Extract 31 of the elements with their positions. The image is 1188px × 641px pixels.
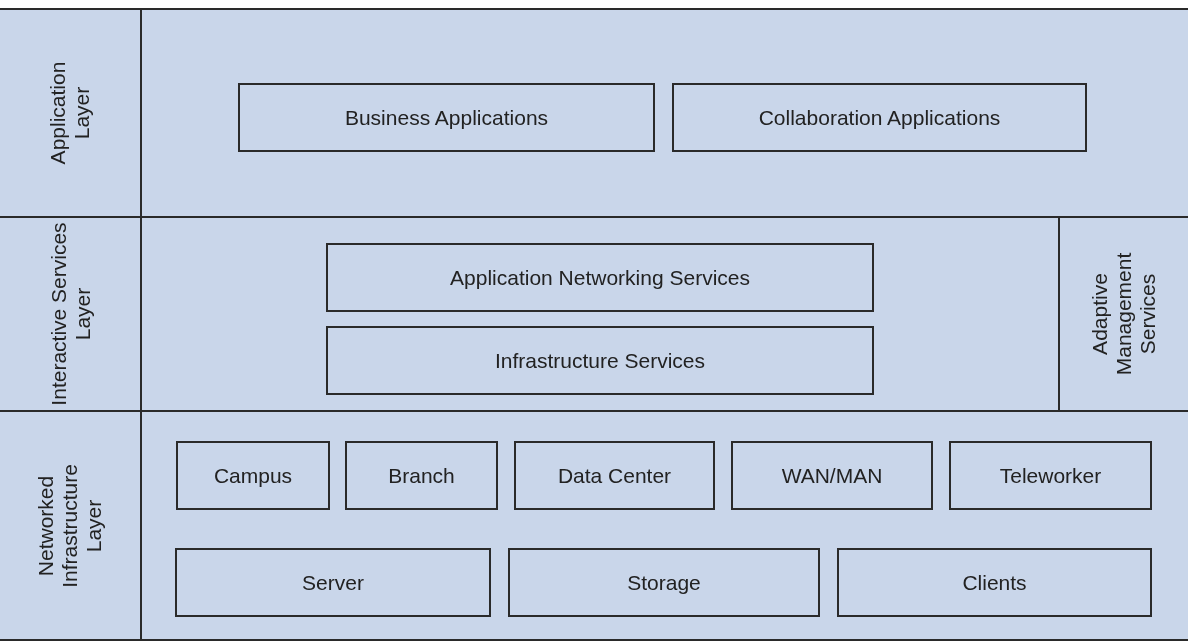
component-box (176, 441, 330, 510)
component-box (175, 548, 491, 617)
box-label: Business Applications (344, 104, 549, 131)
layer-label: Interactive Services Layer (46, 221, 94, 408)
component-box (837, 548, 1152, 617)
component-box (326, 326, 874, 395)
box-label: Clients (962, 569, 1027, 596)
box-label: Collaboration Applications (758, 104, 1001, 131)
column-label: Adaptive Management Services (1088, 251, 1160, 378)
component-box (672, 83, 1087, 152)
layer-label: Networked Infrastructure Layer (34, 462, 106, 590)
layer-band (0, 412, 1188, 641)
box-label: Server (302, 569, 364, 596)
box-label: Teleworker (999, 462, 1102, 489)
component-box (514, 441, 715, 510)
layer-label: Application Layer (46, 60, 94, 167)
box-label: Branch (388, 462, 455, 489)
component-box (508, 548, 820, 617)
component-box (731, 441, 933, 510)
box-label: Application Networking Services (450, 264, 750, 291)
component-box (238, 83, 655, 152)
component-box (949, 441, 1152, 510)
component-box (345, 441, 498, 510)
component-box (326, 243, 874, 312)
layer-band (0, 10, 1188, 218)
layer-band (0, 218, 1188, 412)
box-label: Data Center (557, 462, 672, 489)
box-label: Campus (213, 462, 293, 489)
box-label: Storage (627, 569, 701, 596)
box-label: Infrastructure Services (494, 347, 706, 374)
box-label: WAN/MAN (781, 462, 883, 489)
